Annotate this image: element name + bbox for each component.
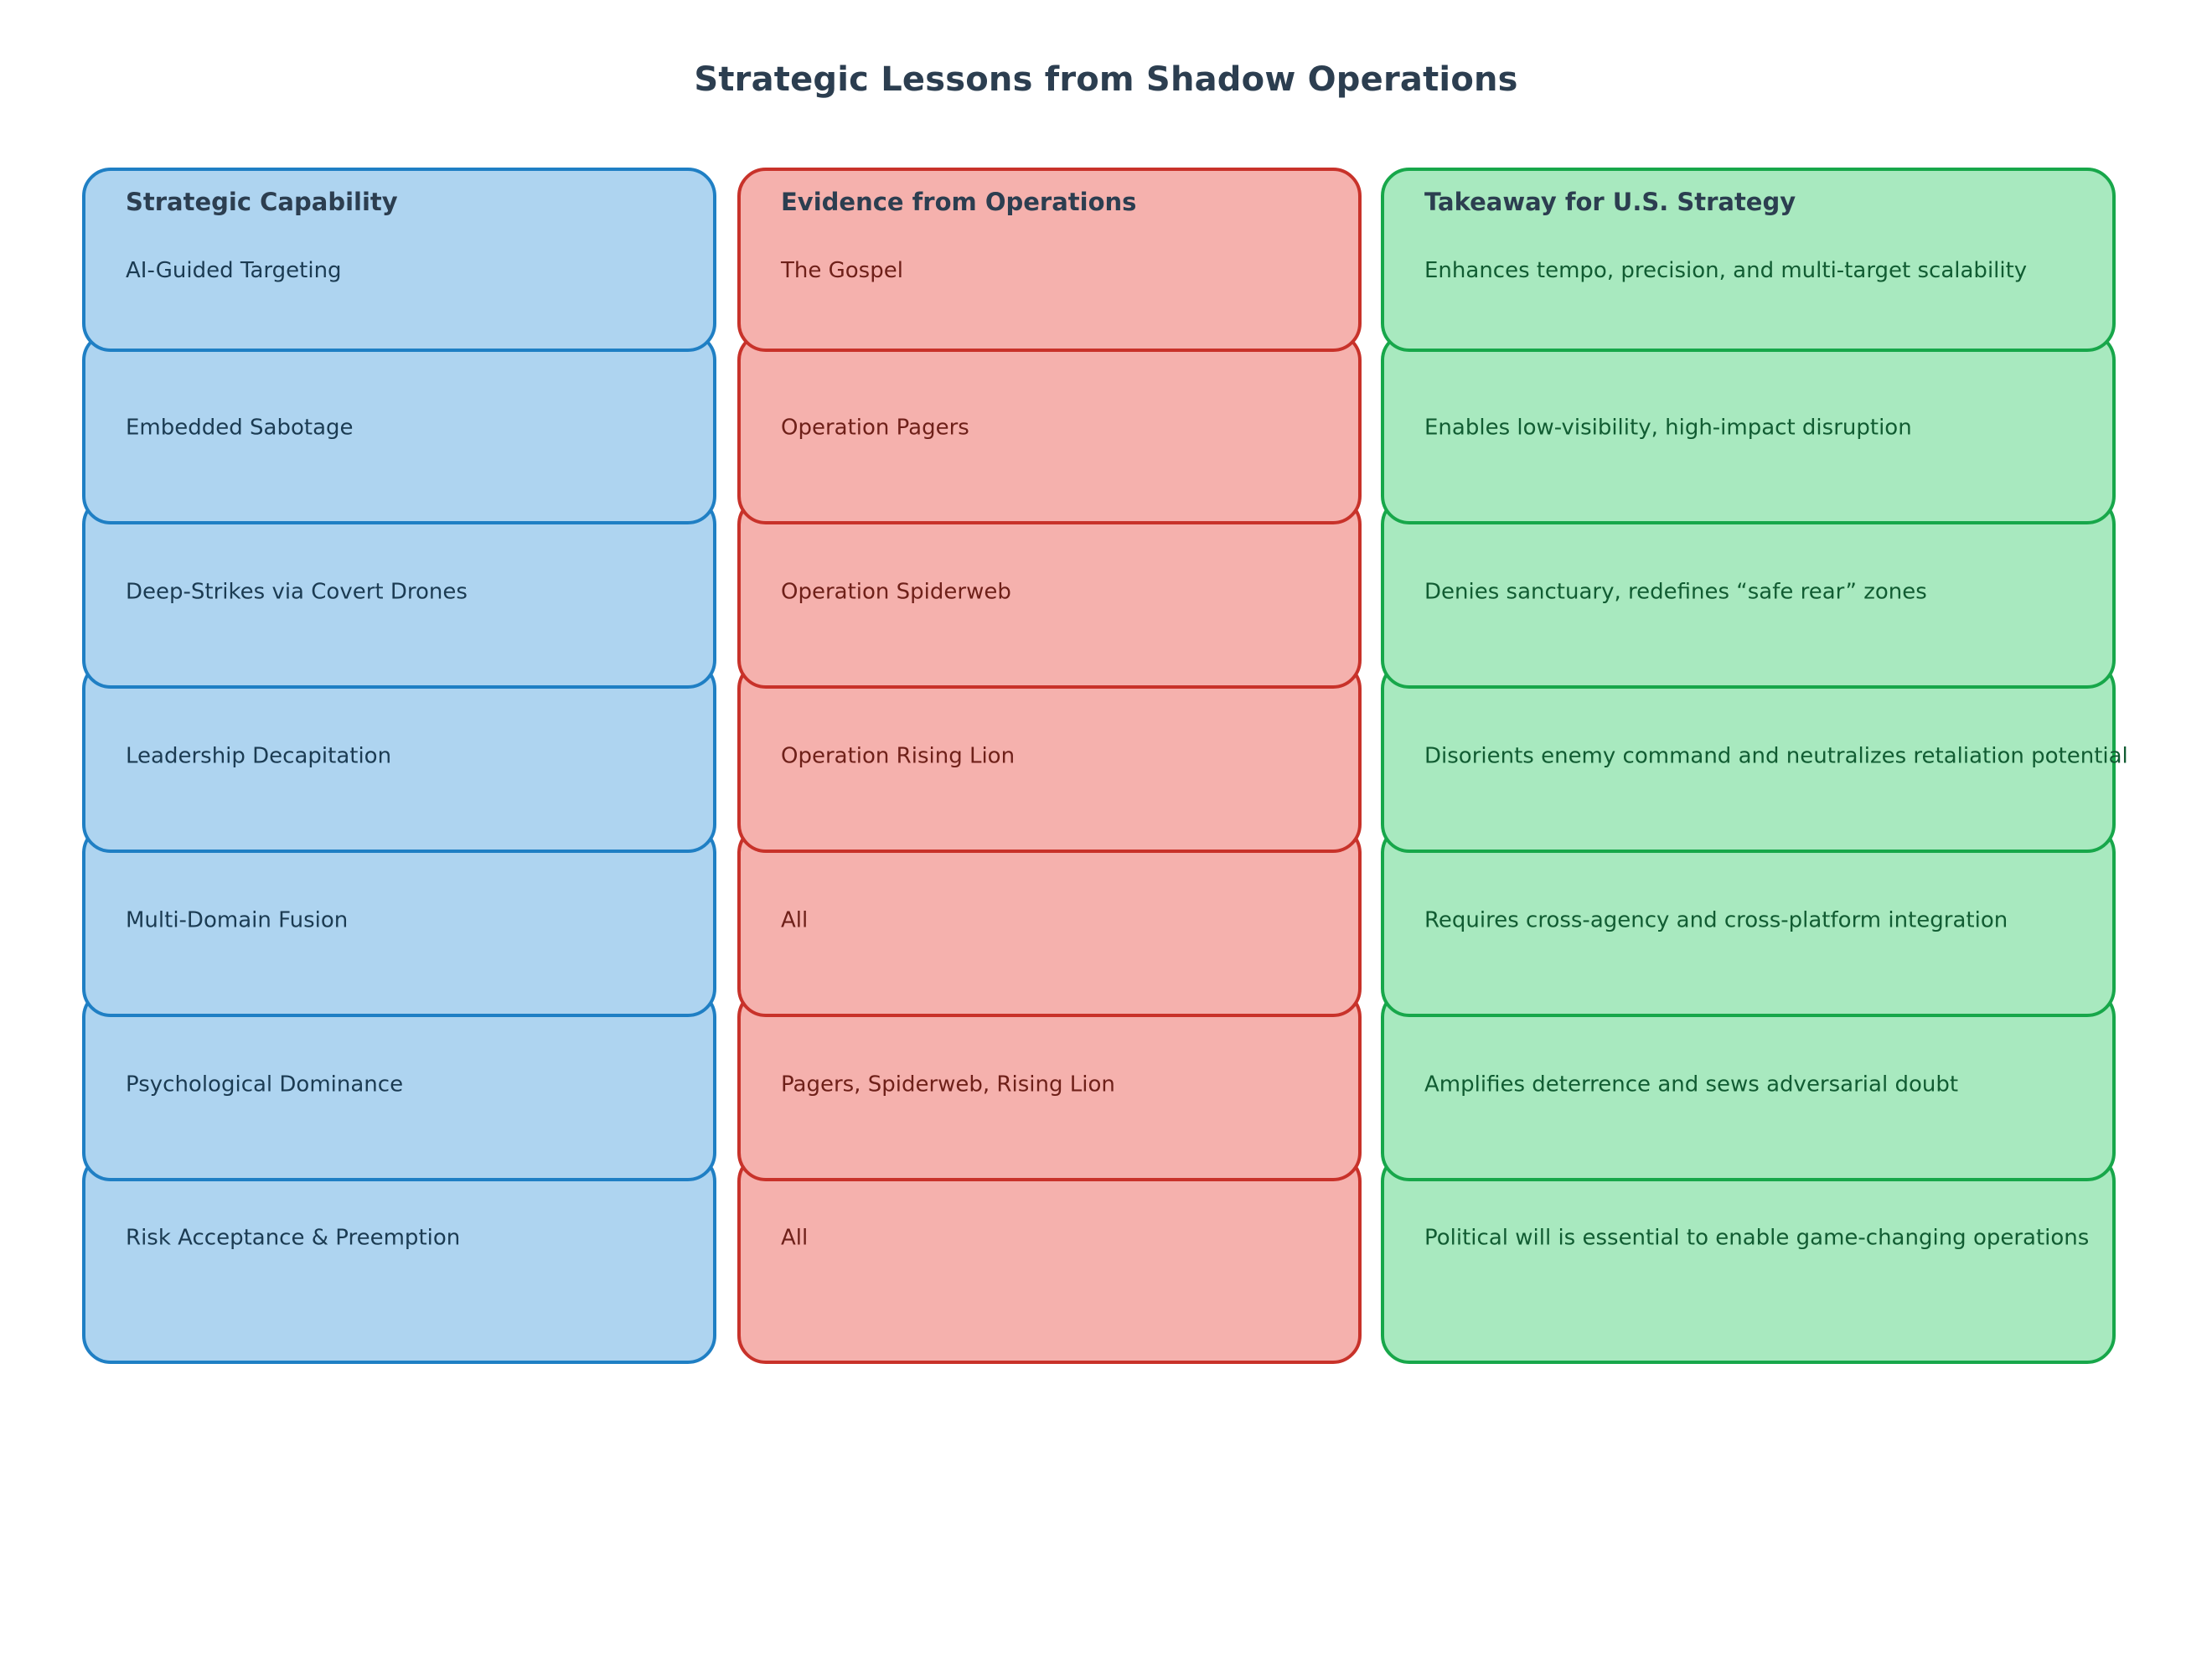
header-cell-takeaway-for-us-strategy[interactable]: Takeaway for U.S. Strategy Enhances temp… [1381, 168, 2116, 352]
cell-value: Operation Pagers [781, 415, 969, 441]
cell-value: Enhances tempo, precision, and multi-tar… [1424, 258, 2028, 283]
table-row[interactable]: Denies sanctuary, redefines “safe rear” … [1381, 496, 2116, 689]
cell-value: All [781, 907, 809, 933]
table-row[interactable]: Enables low-visibility, high-impact disr… [1381, 332, 2116, 524]
cell-value: Operation Rising Lion [781, 743, 1016, 769]
cell-value: Amplifies deterrence and sews adversaria… [1424, 1072, 1959, 1098]
table-row[interactable]: Leadership Decapitation [82, 660, 716, 853]
cell-value: The Gospel [781, 258, 903, 283]
table-row[interactable]: All [737, 824, 1362, 1017]
column-header-label: Evidence from Operations [781, 188, 1137, 216]
table-row[interactable]: Psychological Dominance [82, 989, 716, 1181]
cell-value: AI-Guided Targeting [126, 258, 342, 283]
cell-value: Pagers, Spiderweb, Rising Lion [781, 1072, 1115, 1098]
header-cell-evidence-from-operations[interactable]: Evidence from Operations The Gospel [737, 168, 1362, 352]
table-row[interactable]: Operation Rising Lion [737, 660, 1362, 853]
cell-value: Risk Acceptance & Preemption [126, 1225, 461, 1251]
header-cell-strategic-capability[interactable]: Strategic Capability AI-Guided Targeting [82, 168, 716, 352]
cell-value: Disorients enemy command and neutralizes… [1424, 743, 2128, 769]
cell-value: Operation Spiderweb [781, 579, 1011, 605]
cell-value: Deep-Strikes via Covert Drones [126, 579, 468, 605]
cell-value: Embedded Sabotage [126, 415, 354, 441]
page-title: Strategic Lessons from Shadow Operations [694, 60, 1518, 99]
cell-value: Psychological Dominance [126, 1072, 404, 1098]
table-row[interactable]: Political will is essential to enable ga… [1381, 1153, 2116, 1364]
table-row[interactable]: Operation Spiderweb [737, 496, 1362, 689]
cell-value: All [781, 1225, 809, 1251]
table-row[interactable]: Deep-Strikes via Covert Drones [82, 496, 716, 689]
table-row[interactable]: Pagers, Spiderweb, Rising Lion [737, 989, 1362, 1181]
column-header-label: Strategic Capability [126, 188, 398, 216]
cell-value: Political will is essential to enable ga… [1424, 1225, 2090, 1251]
cell-value: Multi-Domain Fusion [126, 907, 349, 933]
table-row[interactable]: Embedded Sabotage [82, 332, 716, 524]
table-row[interactable]: All [737, 1153, 1362, 1364]
table-row[interactable]: Multi-Domain Fusion [82, 824, 716, 1017]
cell-value: Requires cross-agency and cross-platform… [1424, 907, 2008, 933]
table-row[interactable]: Amplifies deterrence and sews adversaria… [1381, 989, 2116, 1181]
table-row[interactable]: Disorients enemy command and neutralizes… [1381, 660, 2128, 853]
column-header-label: Takeaway for U.S. Strategy [1424, 188, 1796, 216]
table-row[interactable]: Operation Pagers [737, 332, 1362, 524]
cell-value: Denies sanctuary, redefines “safe rear” … [1424, 579, 1927, 605]
table-row[interactable]: Risk Acceptance & Preemption [82, 1153, 716, 1364]
cell-value: Enables low-visibility, high-impact disr… [1424, 415, 1912, 441]
cell-value: Leadership Decapitation [126, 743, 392, 769]
table-row[interactable]: Requires cross-agency and cross-platform… [1381, 824, 2116, 1017]
